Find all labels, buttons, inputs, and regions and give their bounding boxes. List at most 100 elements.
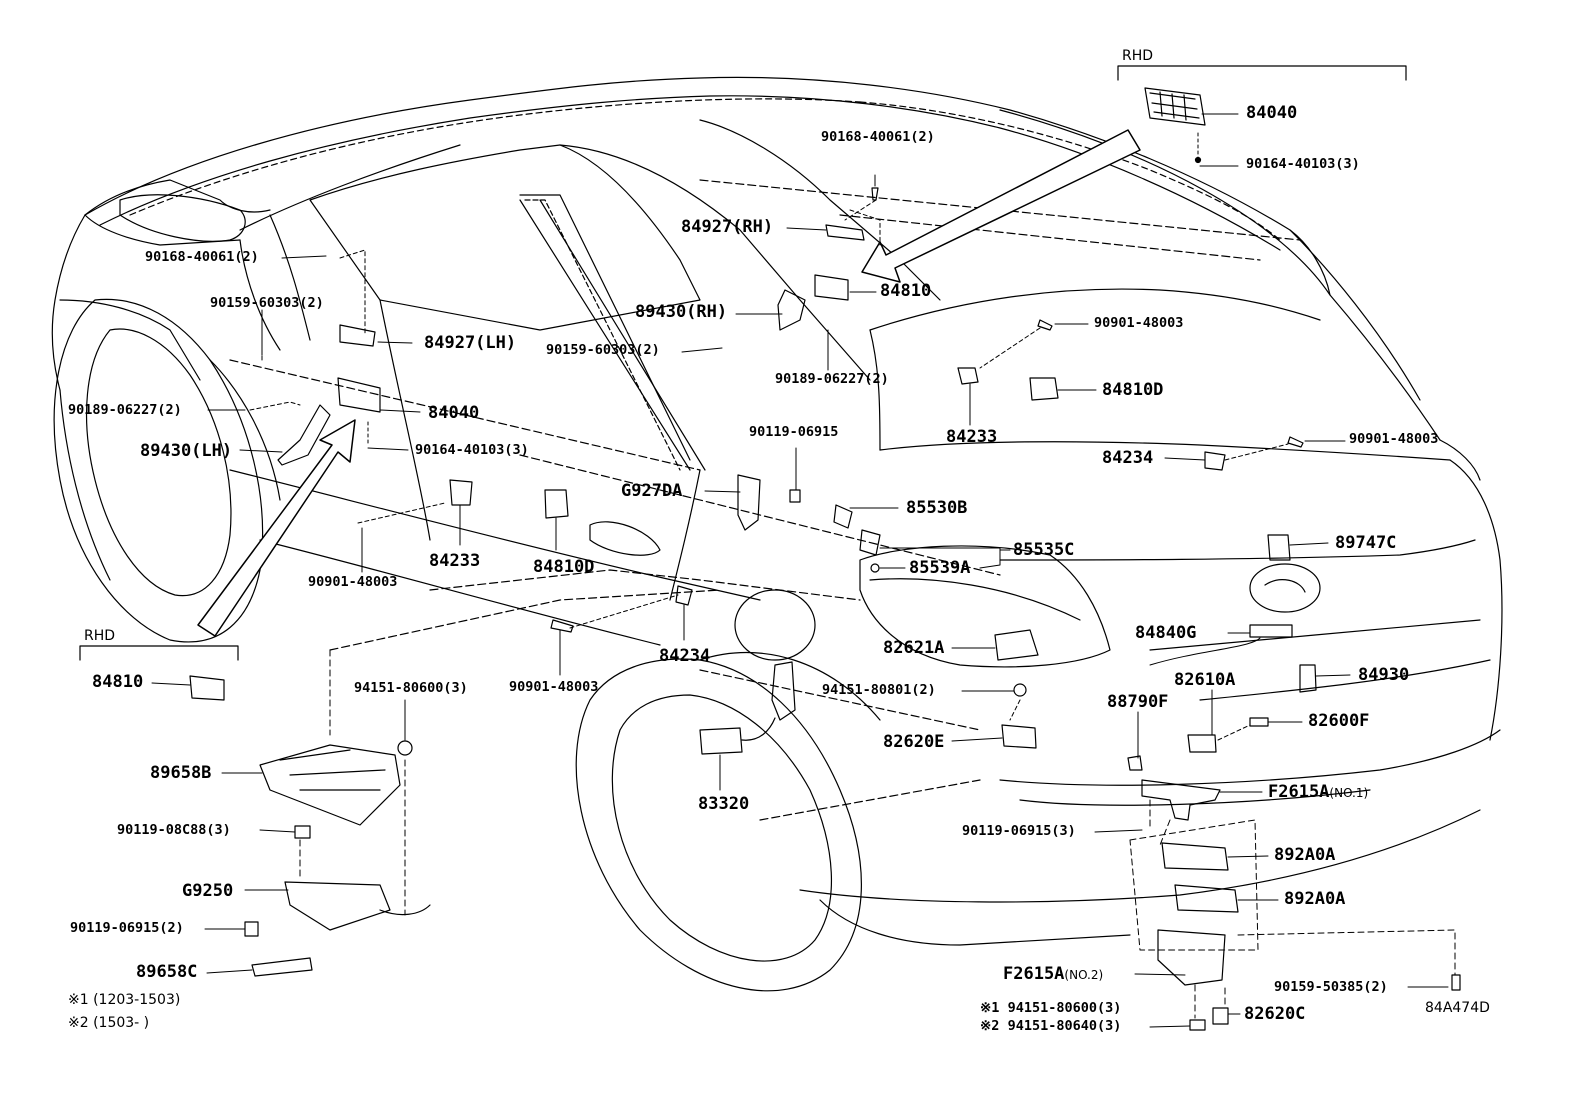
callout-90119-06915-2: 90119-06915(2) (70, 920, 184, 936)
callout-f2615a-no2: F2615A(NO.2) (1003, 966, 1103, 983)
part-90168-top (871, 187, 879, 201)
callout-89658b: 89658B (150, 763, 212, 783)
part-94151-80801 (1013, 683, 1027, 697)
part-90119-08c88 (294, 825, 311, 839)
callout-90119-mid: 90119-06915 (749, 424, 839, 440)
callout-84810d-left: 84810D (533, 557, 595, 577)
part-fuel-actuator (771, 661, 796, 721)
part-82620e (1001, 724, 1037, 749)
callout-83320: 83320 (698, 794, 750, 814)
callout-84840g: 84840G (1135, 623, 1197, 643)
callout-88790f: 88790F (1107, 692, 1169, 712)
arrow-left-side-view (197, 419, 356, 637)
callout-f2615a-no1-code: F2615A (1268, 782, 1330, 802)
part-89658b-ribs (279, 749, 386, 791)
rhd-tag-left: RHD (84, 628, 116, 644)
callout-82610a: 82610A (1174, 670, 1236, 690)
leader-lines (151, 113, 1449, 1028)
wire-g9250 (379, 904, 431, 916)
part-84040-rhd (1144, 87, 1206, 164)
part-82621a (994, 629, 1039, 661)
callout-90189-mid: 90189-06227(2) (775, 371, 889, 387)
part-84234-rt (1204, 451, 1226, 471)
callout-84810-top: 84810 (880, 281, 932, 301)
callout-82620c: 82620C (1244, 1004, 1306, 1024)
callout-85539a: 85539A (909, 558, 971, 578)
callout-90901-left: 90901-48003 (308, 574, 398, 590)
rhd-bracket-top (1117, 65, 1407, 81)
rear-wheel (575, 651, 881, 992)
part-90119-06915-2 (244, 921, 259, 937)
arrow-right-side-view (861, 129, 1141, 283)
callout-f2615a-no2-sub: (NO.2) (1064, 968, 1104, 982)
callout-90168-top: 90168-40061(2) (821, 129, 935, 145)
callout-84040-rhd: 84040 (1246, 103, 1298, 123)
part-84840g (1249, 624, 1293, 638)
note-1: ※1 (1203-1503) (68, 992, 181, 1008)
callout-82600f: 82600F (1308, 711, 1370, 731)
callout-90164-rhd: 90164-40103(3) (1246, 156, 1360, 172)
callout-90159-50385: 90159-50385(2) (1274, 979, 1388, 995)
callout-85530b: 85530B (906, 498, 968, 518)
callout-f2615a-no2-code: F2615A (1003, 964, 1065, 984)
part-892a0a-2 (1174, 884, 1239, 913)
part-84810-rhd (189, 675, 225, 701)
callout-84040-left: 84040 (428, 403, 480, 423)
callout-94151-80600-left: 94151-80600(3) (354, 680, 468, 696)
callout-84810d-rt: 84810D (1102, 380, 1164, 400)
part-85530b (833, 504, 853, 529)
callout-84234-mid: 84234 (659, 646, 711, 666)
part-84810d-left (544, 489, 569, 519)
part-892a0a-1 (1161, 842, 1229, 871)
part-84927-rh (825, 224, 865, 241)
fuel-lid (734, 589, 816, 661)
wire-83320 (741, 717, 776, 741)
part-g927da (737, 474, 761, 531)
callout-90901-rt1: 90901-48003 (1094, 315, 1184, 331)
part-84233-rt (957, 367, 979, 385)
callout-f2615a-no1-sub: (NO.1) (1329, 786, 1369, 800)
part-84234-mid (675, 585, 693, 606)
part-83320 (699, 727, 743, 755)
callout-82621a: 82621A (883, 638, 945, 658)
callout-84233-left: 84233 (429, 551, 481, 571)
callout-82620e: 82620E (883, 732, 945, 752)
part-84810-top (814, 274, 849, 301)
part-89747c (1267, 534, 1291, 561)
callout-90119-06915-3: 90119-06915(3) (962, 823, 1076, 839)
callout-89430-lh: 89430(LH) (140, 441, 233, 461)
callout-84927-lh: 84927(LH) (424, 333, 517, 353)
callout-84233-rt: 84233 (946, 427, 998, 447)
group-outlines (299, 649, 1456, 1019)
callout-892a0a-1: 892A0A (1274, 845, 1336, 865)
part-89658c (251, 957, 313, 977)
callout-84927-rh: 84927(RH) (681, 217, 774, 237)
callout-90189-left: 90189-06227(2) (68, 402, 182, 418)
part-88790f (1127, 755, 1143, 771)
part-f2615a-no2 (1157, 929, 1226, 986)
callout-85535c: 85535C (1013, 540, 1075, 560)
part-84927-lh (339, 324, 376, 347)
part-90901-rt2 (1287, 436, 1304, 448)
part-84040-left (337, 377, 381, 413)
illustration-code: 84A474D (1425, 1000, 1490, 1016)
callout-89747c: 89747C (1335, 533, 1397, 553)
callout-89430-rh: 89430(RH) (635, 302, 728, 322)
callout-90164-left: 90164-40103(3) (415, 442, 529, 458)
callout-94151-80600-n1: ※1 94151-80600(3) (980, 1000, 1122, 1016)
rhd-bracket-left (79, 645, 239, 661)
callout-90901-rt2: 90901-48003 (1349, 431, 1439, 447)
callout-84810-rhd: 84810 (92, 672, 144, 692)
part-85539a (870, 563, 880, 573)
callout-89658c: 89658C (136, 962, 198, 982)
part-89658b (259, 744, 401, 826)
callout-g927da: G927DA (621, 481, 683, 501)
part-82620c (1212, 1007, 1229, 1025)
callout-90159-mid: 90159-60303(2) (546, 342, 660, 358)
callout-94151-80801: 94151-80801(2) (822, 682, 936, 698)
callout-90168-left: 90168-40061(2) (145, 249, 259, 265)
part-89430-rh (777, 289, 806, 331)
part-g9250 (284, 881, 391, 931)
